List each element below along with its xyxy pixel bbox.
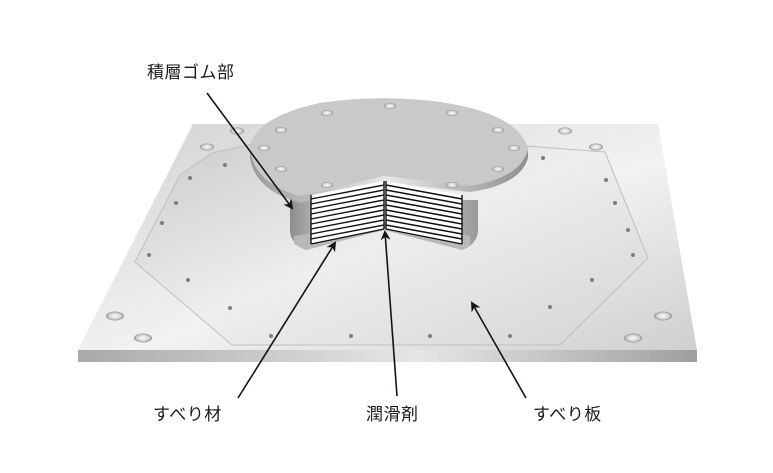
corner-bolt-holes (106, 127, 672, 343)
arrow-sliding-plate (471, 301, 527, 399)
arrow-lubricant (380, 230, 398, 397)
label-lubricant: 潤滑剤 (366, 405, 419, 425)
arrow-sliding-material (237, 241, 337, 399)
leader-arrows (206, 92, 527, 399)
rubber-laminate-cutaway (310, 181, 463, 245)
label-laminated-rubber: 積層ゴム部 (147, 63, 235, 83)
label-sliding-material: すべり材 (153, 405, 222, 425)
inner-plate-screws (147, 156, 635, 338)
top-flange (250, 98, 528, 203)
label-sliding-plate: すべり板 (533, 405, 602, 425)
flange-bolt-holes (258, 103, 520, 188)
arrow-laminated-rubber (206, 92, 294, 210)
